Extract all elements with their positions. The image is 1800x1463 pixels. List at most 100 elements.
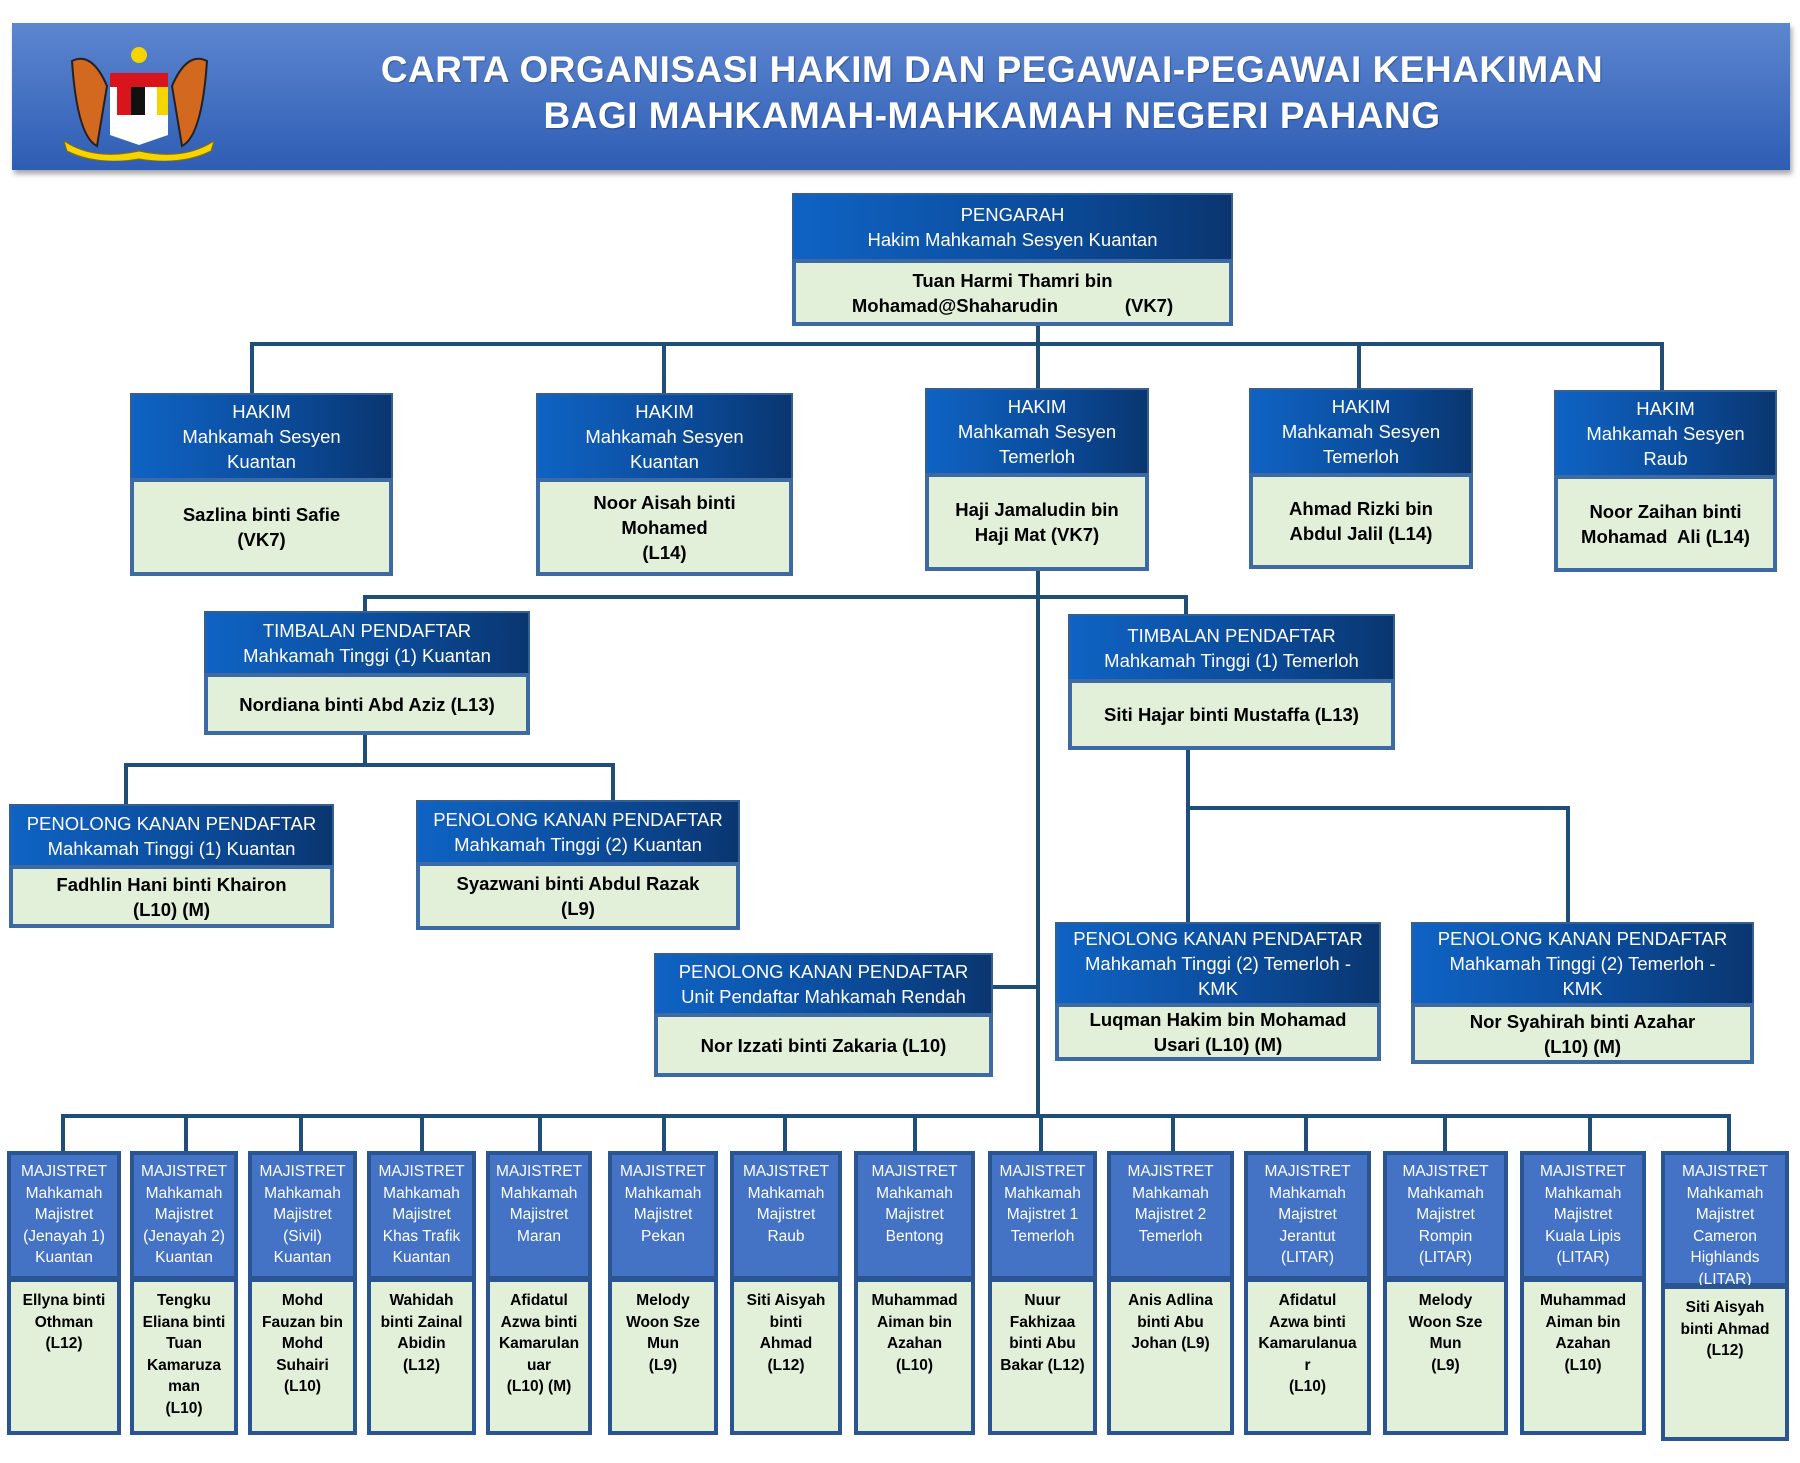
officer-name: Siti Aisyah binti Ahmad (L12) bbox=[730, 1278, 842, 1435]
officer-name: Fadhlin Hani binti Khairon (L10) (M) bbox=[9, 865, 334, 928]
malaysia-coat-of-arms-logo bbox=[63, 47, 215, 161]
majistret-box: MAJISTRET Mahkamah Majistret Khas Trafik… bbox=[367, 1151, 476, 1435]
position-title: TIMBALAN PENDAFTAR Mahkamah Tinggi (1) K… bbox=[204, 611, 530, 675]
majistret-box: MAJISTRET Mahkamah Majistret (Sivil) Kua… bbox=[248, 1151, 357, 1435]
position-title: HAKIM Mahkamah Sesyen Raub bbox=[1554, 390, 1777, 477]
connector-line bbox=[420, 1114, 424, 1152]
officer-name: Afidatul Azwa binti Kamarulan uar (L10) … bbox=[486, 1278, 592, 1435]
connector-line bbox=[1566, 806, 1570, 923]
position-title: MAJISTRET Mahkamah Majistret Cameron Hig… bbox=[1661, 1151, 1789, 1288]
connector-line bbox=[992, 985, 1038, 989]
officer-name: Mohd Fauzan bin Mohd Suhairi (L10) bbox=[248, 1278, 357, 1435]
connector-line bbox=[299, 1114, 303, 1152]
connector-line bbox=[662, 1114, 666, 1152]
hakim-box: HAKIM Mahkamah Sesyen Kuantan Noor Aisah… bbox=[536, 393, 793, 576]
officer-name: Muhammad Aiman bin Azahan (L10) bbox=[1520, 1278, 1646, 1435]
majistret-box: MAJISTRET Mahkamah Majistret 2 Temerloh … bbox=[1107, 1151, 1234, 1435]
connector-line bbox=[1660, 342, 1664, 391]
position-title: MAJISTRET Mahkamah Majistret 2 Temerloh bbox=[1107, 1151, 1234, 1280]
connector-line bbox=[783, 1114, 787, 1152]
penolong-kanan-pendaftar-box: PENOLONG KANAN PENDAFTAR Unit Pendaftar … bbox=[654, 953, 993, 1077]
position-title: HAKIM Mahkamah Sesyen Temerloh bbox=[1249, 388, 1473, 475]
position-title: PENOLONG KANAN PENDAFTAR Mahkamah Tinggi… bbox=[1411, 922, 1754, 1005]
position-title: MAJISTRET Mahkamah Majistret (Jenayah 1)… bbox=[7, 1151, 121, 1280]
hakim-box: HAKIM Mahkamah Sesyen Temerloh Ahmad Riz… bbox=[1249, 388, 1473, 569]
position-title: MAJISTRET Mahkamah Majistret Bentong bbox=[854, 1151, 975, 1280]
position-title: MAJISTRET Mahkamah Majistret Khas Trafik… bbox=[367, 1151, 476, 1280]
pengarah-box: PENGARAH Hakim Mahkamah Sesyen Kuantan T… bbox=[792, 193, 1233, 326]
connector-line bbox=[1186, 806, 1570, 810]
majistret-box: MAJISTRET Mahkamah Majistret Maran Afida… bbox=[486, 1151, 592, 1435]
hakim-box: HAKIM Mahkamah Sesyen Kuantan Sazlina bi… bbox=[130, 393, 393, 576]
majistret-box: MAJISTRET Mahkamah Majistret Cameron Hig… bbox=[1661, 1151, 1789, 1441]
connector-line bbox=[662, 342, 666, 394]
majistret-box: MAJISTRET Mahkamah Majistret Rompin (LIT… bbox=[1383, 1151, 1508, 1435]
penolong-kanan-pendaftar-box: PENOLONG KANAN PENDAFTAR Mahkamah Tinggi… bbox=[1055, 922, 1381, 1061]
position-title: MAJISTRET Mahkamah Majistret (Jenayah 2)… bbox=[130, 1151, 238, 1280]
connector-line bbox=[61, 1114, 65, 1152]
officer-name: Nor Izzati binti Zakaria (L10) bbox=[654, 1013, 993, 1077]
officer-name: Siti Aisyah binti Ahmad (L12) bbox=[1661, 1285, 1789, 1441]
officer-name: Tuan Harmi Thamri bin Mohamad@Shaharudin… bbox=[792, 259, 1233, 326]
position-title: HAKIM Mahkamah Sesyen Kuantan bbox=[536, 393, 793, 480]
connector-line bbox=[363, 595, 1188, 599]
position-title: HAKIM Mahkamah Sesyen Kuantan bbox=[130, 393, 393, 480]
officer-name: Siti Hajar binti Mustaffa (L13) bbox=[1068, 679, 1395, 750]
chart-title-line-2: BAGI MAHKAMAH-MAHKAMAH NEGERI PAHANG bbox=[543, 95, 1441, 136]
majistret-box: MAJISTRET Mahkamah Majistret Raub Siti A… bbox=[730, 1151, 842, 1435]
connector-line bbox=[611, 763, 615, 801]
penolong-kanan-pendaftar-box: PENOLONG KANAN PENDAFTAR Mahkamah Tinggi… bbox=[1411, 922, 1754, 1064]
majistret-box: MAJISTRET Mahkamah Majistret Bentong Muh… bbox=[854, 1151, 975, 1435]
connector-line bbox=[1727, 1114, 1731, 1152]
connector-line bbox=[1443, 1114, 1447, 1152]
officer-name: Syazwani binti Abdul Razak (L9) bbox=[416, 862, 740, 930]
majistret-box: MAJISTRET Mahkamah Majistret Kuala Lipis… bbox=[1520, 1151, 1646, 1435]
position-title: PENOLONG KANAN PENDAFTAR Mahkamah Tinggi… bbox=[9, 804, 334, 867]
officer-name: Noor Aisah binti Mohamed (L14) bbox=[536, 478, 793, 576]
officer-name: Muhammad Aiman bin Azahan (L10) bbox=[854, 1278, 975, 1435]
position-title: MAJISTRET Mahkamah Majistret Pekan bbox=[608, 1151, 718, 1280]
majistret-box: MAJISTRET Mahkamah Majistret Pekan Melod… bbox=[608, 1151, 718, 1435]
majistret-box: MAJISTRET Mahkamah Majistret (Jenayah 1)… bbox=[7, 1151, 121, 1435]
position-title: MAJISTRET Mahkamah Majistret Rompin (LIT… bbox=[1383, 1151, 1508, 1280]
officer-name: Wahidah binti Zainal Abidin (L12) bbox=[367, 1278, 476, 1435]
officer-name: Ellyna binti Othman (L12) bbox=[7, 1278, 121, 1435]
position-title: PENOLONG KANAN PENDAFTAR Mahkamah Tinggi… bbox=[1055, 922, 1381, 1005]
majistret-box: MAJISTRET Mahkamah Majistret (Jenayah 2)… bbox=[130, 1151, 238, 1435]
officer-name: Afidatul Azwa binti Kamarulanua r (L10) bbox=[1244, 1278, 1371, 1435]
connector-line bbox=[363, 734, 367, 766]
chart-title-line-1: CARTA ORGANISASI HAKIM DAN PEGAWAI-PEGAW… bbox=[380, 49, 1604, 90]
timbalan-pendaftar-box: TIMBALAN PENDAFTAR Mahkamah Tinggi (1) T… bbox=[1068, 614, 1395, 750]
position-title: PENOLONG KANAN PENDAFTAR Unit Pendaftar … bbox=[654, 953, 993, 1015]
connector-line bbox=[61, 1114, 1731, 1118]
position-title: PENOLONG KANAN PENDAFTAR Mahkamah Tinggi… bbox=[416, 800, 740, 864]
officer-name: Tengku Eliana binti Tuan Kamaruza man (L… bbox=[130, 1278, 238, 1435]
position-title: TIMBALAN PENDAFTAR Mahkamah Tinggi (1) T… bbox=[1068, 614, 1395, 681]
connector-line bbox=[1039, 1114, 1043, 1152]
position-title: MAJISTRET Mahkamah Majistret Raub bbox=[730, 1151, 842, 1280]
officer-name: Nuur Fakhizaa binti Abu Bakar (L12) bbox=[988, 1278, 1097, 1435]
position-title: MAJISTRET Mahkamah Majistret (Sivil) Kua… bbox=[248, 1151, 357, 1280]
connector-line bbox=[124, 763, 615, 767]
connector-line bbox=[1186, 749, 1190, 923]
penolong-kanan-pendaftar-box: PENOLONG KANAN PENDAFTAR Mahkamah Tinggi… bbox=[9, 804, 334, 928]
position-title: MAJISTRET Mahkamah Majistret 1 Temerloh bbox=[988, 1151, 1097, 1280]
officer-name: Melody Woon Sze Mun (L9) bbox=[1383, 1278, 1508, 1435]
position-title: MAJISTRET Mahkamah Majistret Jerantut (L… bbox=[1244, 1151, 1371, 1280]
connector-line bbox=[250, 342, 1664, 346]
hakim-box: HAKIM Mahkamah Sesyen Temerloh Haji Jama… bbox=[925, 388, 1149, 571]
chart-header-banner: CARTA ORGANISASI HAKIM DAN PEGAWAI-PEGAW… bbox=[12, 23, 1790, 170]
majistret-box: MAJISTRET Mahkamah Majistret 1 Temerloh … bbox=[988, 1151, 1097, 1435]
majistret-box: MAJISTRET Mahkamah Majistret Jerantut (L… bbox=[1244, 1151, 1371, 1435]
hakim-box: HAKIM Mahkamah Sesyen Raub Noor Zaihan b… bbox=[1554, 390, 1777, 572]
officer-name: Luqman Hakim bin Mohamad Usari (L10) (M) bbox=[1055, 1003, 1381, 1061]
position-title: MAJISTRET Mahkamah Majistret Kuala Lipis… bbox=[1520, 1151, 1646, 1280]
position-title: MAJISTRET Mahkamah Majistret Maran bbox=[486, 1151, 592, 1280]
connector-line bbox=[1184, 595, 1188, 615]
officer-name: Nordiana binti Abd Aziz (L13) bbox=[204, 673, 530, 735]
position-title: PENGARAH Hakim Mahkamah Sesyen Kuantan bbox=[792, 193, 1233, 261]
position-title: HAKIM Mahkamah Sesyen Temerloh bbox=[925, 388, 1149, 475]
connector-line bbox=[250, 342, 254, 394]
connector-line bbox=[124, 763, 128, 805]
penolong-kanan-pendaftar-box: PENOLONG KANAN PENDAFTAR Mahkamah Tinggi… bbox=[416, 800, 740, 930]
